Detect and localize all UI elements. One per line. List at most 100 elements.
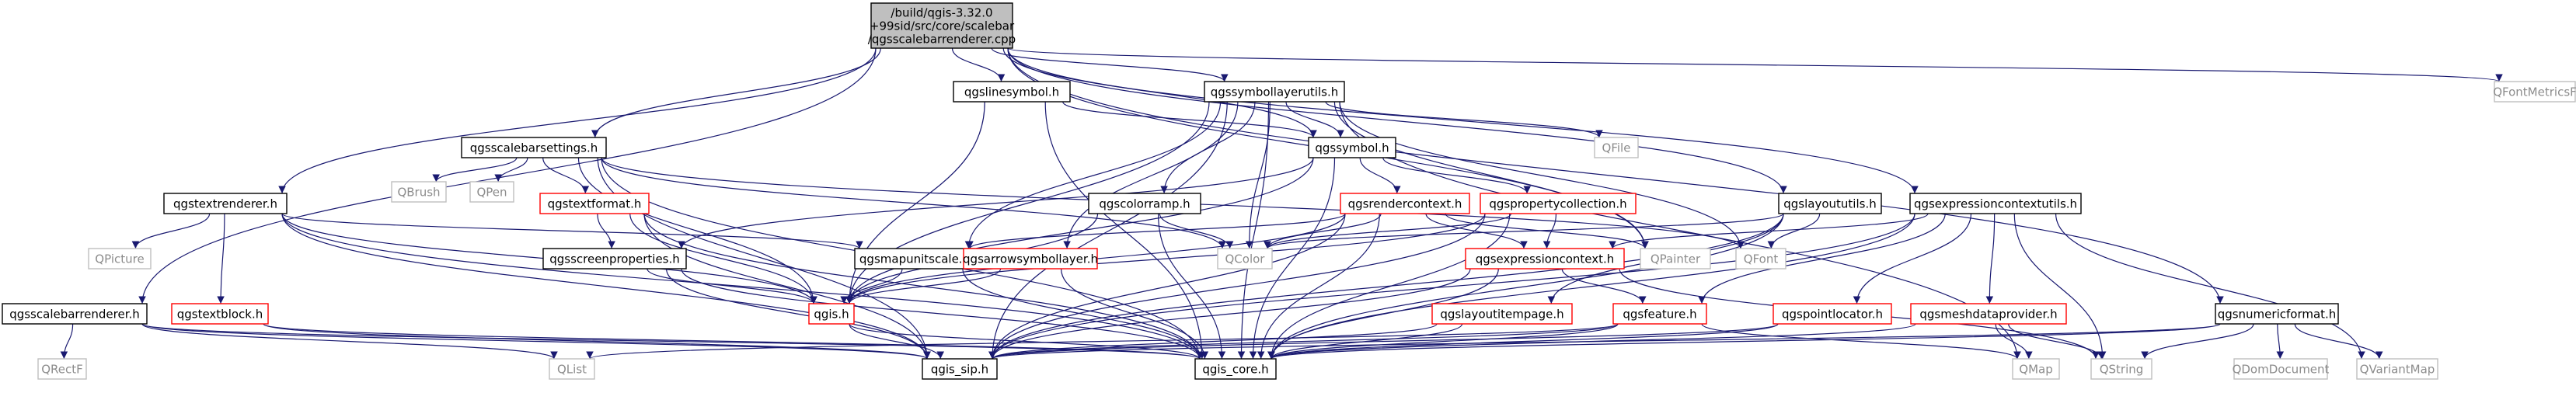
- node-qmap[interactable]: QMap: [2012, 358, 2060, 380]
- node-label-qgstextrenderer: qgstextrenderer.h: [173, 197, 277, 211]
- node-box-qgslayoututils: [1778, 193, 1882, 214]
- node-label-qgsmeshdataprovider: qgsmeshdataprovider.h: [1919, 308, 2057, 322]
- node-qpicture[interactable]: QPicture: [88, 248, 152, 270]
- node-label-qgslayoutitempage: qgslayoutitempage.h: [1440, 308, 1563, 322]
- node-qgsmapunitscale[interactable]: qgsmapunitscale.h: [854, 248, 975, 270]
- node-qgstextrenderer[interactable]: qgstextrenderer.h: [163, 193, 288, 214]
- node-label-qstring: QString: [2100, 363, 2144, 377]
- edge-qgsexpressioncontextutils-to-qgsfeature: [1698, 213, 1946, 304]
- edge-qgstextformat-to-qgsscreenproperties: [597, 213, 615, 249]
- node-label-root: /qgsscalebarrenderer.cpp: [868, 33, 1016, 47]
- edge-qgstextrenderer-to-qgsmapunitscale: [281, 213, 863, 249]
- node-box-qfontmetricsf: [2494, 81, 2576, 103]
- node-qgssymbollayerutils[interactable]: qgssymbollayerutils.h: [1204, 81, 1345, 103]
- edge-qgssymbollayerutils-to-qfont: [1339, 101, 1745, 249]
- node-qcolor[interactable]: QColor: [1217, 248, 1273, 270]
- node-qgsscalebarrenderer[interactable]: qgsscalebarrenderer.h: [2, 303, 148, 325]
- edge-qgsfeature-to-qmap: [1701, 323, 2021, 360]
- edge-qgscolorramp-to-qgis_core: [1157, 213, 1226, 360]
- node-box-qgis_core: [1194, 358, 1277, 380]
- node-qgslinesymbol[interactable]: qgslinesymbol.h: [953, 81, 1071, 103]
- node-qgsmeshdataprovider[interactable]: qgsmeshdataprovider.h: [1910, 303, 2067, 325]
- node-box-qgscolorramp: [1088, 193, 1201, 214]
- node-box-qgspropertycollection: [1480, 193, 1637, 214]
- edge-qgsscalebarsettings-to-qpen: [494, 157, 528, 183]
- edge-qgstextformat-to-qgis_sip: [643, 213, 931, 360]
- node-box-qgsnumericformat: [2215, 303, 2339, 325]
- node-qgsnumericformat[interactable]: qgsnumericformat.h: [2215, 303, 2339, 325]
- node-box-qfont: [1735, 248, 1786, 270]
- edge-qgssymbollayerutils-to-qgsmapunitscale: [964, 101, 1222, 249]
- node-box-qgssymbol: [1308, 137, 1396, 158]
- node-qgspointlocator[interactable]: qgspointlocator.h: [1773, 303, 1892, 325]
- node-qgssymbol[interactable]: qgssymbol.h: [1308, 137, 1396, 158]
- node-qgis_sip[interactable]: qgis_sip.h: [922, 358, 998, 380]
- edge-qgspropertycollection-to-qgis_sip: [988, 213, 1486, 360]
- node-qrectf[interactable]: QRectF: [37, 358, 87, 380]
- node-label-qgsexpressioncontext: qgsexpressioncontext.h: [1476, 252, 1615, 266]
- edge-root-to-qgstextrenderer: [278, 47, 877, 194]
- node-box-qcolor: [1217, 248, 1273, 270]
- node-box-root: [870, 2, 1013, 49]
- node-qlist[interactable]: QList: [549, 358, 595, 380]
- node-qgsarrowsymbollayer[interactable]: qgsarrowsymbollayer.h: [963, 248, 1098, 270]
- node-root[interactable]: /build/qgis-3.32.0+99sid/src/core/scaleb…: [868, 2, 1016, 49]
- node-layer: /build/qgis-3.32.0+99sid/src/core/scaleb…: [2, 2, 2576, 380]
- edge-qgsarrowsymbollayer-to-qgis: [845, 268, 1002, 304]
- node-qgsscalebarsettings[interactable]: qgsscalebarsettings.h: [461, 137, 607, 158]
- node-qgis_core[interactable]: qgis_core.h: [1194, 358, 1277, 380]
- edge-qgsrendercontext-to-qgis_core: [1257, 213, 1380, 360]
- edge-qgsexpressioncontext-to-qgis_core: [1267, 268, 1499, 360]
- node-qdomdocument[interactable]: QDomDocument: [2233, 358, 2330, 380]
- node-box-qgsexpressioncontext: [1465, 248, 1625, 270]
- node-qgslayoutitempage[interactable]: qgslayoutitempage.h: [1431, 303, 1573, 325]
- node-qgstextformat[interactable]: qgstextformat.h: [539, 193, 650, 214]
- edge-qgsnumericformat-to-qgis_sip: [988, 323, 2221, 360]
- edge-qgsexpressioncontextutils-to-qvariantmap: [2055, 213, 2365, 360]
- edge-qgspropertycollection-to-qgis: [845, 213, 1486, 304]
- edge-root-to-qgsnumericformat: [1007, 47, 2224, 304]
- node-qfont[interactable]: QFont: [1735, 248, 1786, 270]
- node-qgsscreenproperties[interactable]: qgsscreenproperties.h: [542, 248, 687, 270]
- edge-qgsrendercontext-to-qpainter: [1445, 213, 1649, 249]
- node-box-qgsexpressioncontextutils: [1909, 193, 2082, 214]
- node-qvariantmap[interactable]: QVariantMap: [2356, 358, 2438, 380]
- node-qgslayoututils[interactable]: qgslayoututils.h: [1778, 193, 1882, 214]
- edge-root-to-qgslinesymbol: [951, 47, 1006, 82]
- edge-qgis-to-qgis_sip: [849, 323, 944, 360]
- node-qgsexpressioncontext[interactable]: qgsexpressioncontext.h: [1465, 248, 1625, 270]
- node-box-qgis: [808, 303, 855, 325]
- edge-qgsnumericformat-to-qgis_core: [1267, 323, 2221, 360]
- node-label-qcolor: QColor: [1225, 252, 1266, 266]
- node-label-qgstextformat: qgstextformat.h: [548, 197, 642, 211]
- node-qgspropertycollection[interactable]: qgspropertycollection.h: [1480, 193, 1637, 214]
- edge-root-to-qgslayoututils: [1007, 47, 1787, 194]
- node-qfile[interactable]: QFile: [1594, 137, 1639, 158]
- node-qpainter[interactable]: QPainter: [1640, 248, 1711, 270]
- node-qgsfeature[interactable]: qgsfeature.h: [1612, 303, 1707, 325]
- node-box-qvariantmap: [2356, 358, 2438, 380]
- node-qpen[interactable]: QPen: [469, 181, 514, 203]
- node-label-qgis: qgis.h: [814, 308, 849, 322]
- node-qbrush[interactable]: QBrush: [391, 181, 447, 203]
- node-qfontmetricsf[interactable]: QFontMetricsF: [2493, 81, 2576, 103]
- node-box-qgsmapunitscale: [854, 248, 975, 270]
- node-qgsrendercontext[interactable]: qgsrendercontext.h: [1340, 193, 1470, 214]
- node-qgsexpressioncontextutils[interactable]: qgsexpressioncontextutils.h: [1909, 193, 2082, 214]
- edge-qgsscalebarsettings-to-qgstextformat: [542, 157, 590, 194]
- node-box-qpicture: [88, 248, 152, 270]
- edge-qgsexpressioncontext-to-qgsfeature: [1561, 268, 1647, 304]
- node-qgis[interactable]: qgis.h: [808, 303, 855, 325]
- node-qgscolorramp[interactable]: qgscolorramp.h: [1088, 193, 1201, 214]
- edge-root-to-qgsexpressioncontextutils: [1007, 47, 1919, 194]
- edge-qgssymbollayerutils-to-qgis_core: [1237, 101, 1270, 360]
- node-label-qpainter: QPainter: [1651, 252, 1701, 266]
- node-qstring[interactable]: QString: [2090, 358, 2152, 380]
- edge-qgsmeshdataprovider-to-qmap: [1995, 323, 2033, 360]
- node-label-qgsrendercontext: qgsrendercontext.h: [1348, 197, 1462, 211]
- node-qgstextblock[interactable]: qgstextblock.h: [171, 303, 269, 325]
- edge-qgsfeature-to-qlist: [586, 323, 1619, 360]
- edge-qgsexpressioncontextutils-to-qstring: [2013, 213, 2107, 360]
- node-box-qgssymbollayerutils: [1204, 81, 1345, 103]
- node-label-qvariantmap: QVariantMap: [2360, 363, 2435, 377]
